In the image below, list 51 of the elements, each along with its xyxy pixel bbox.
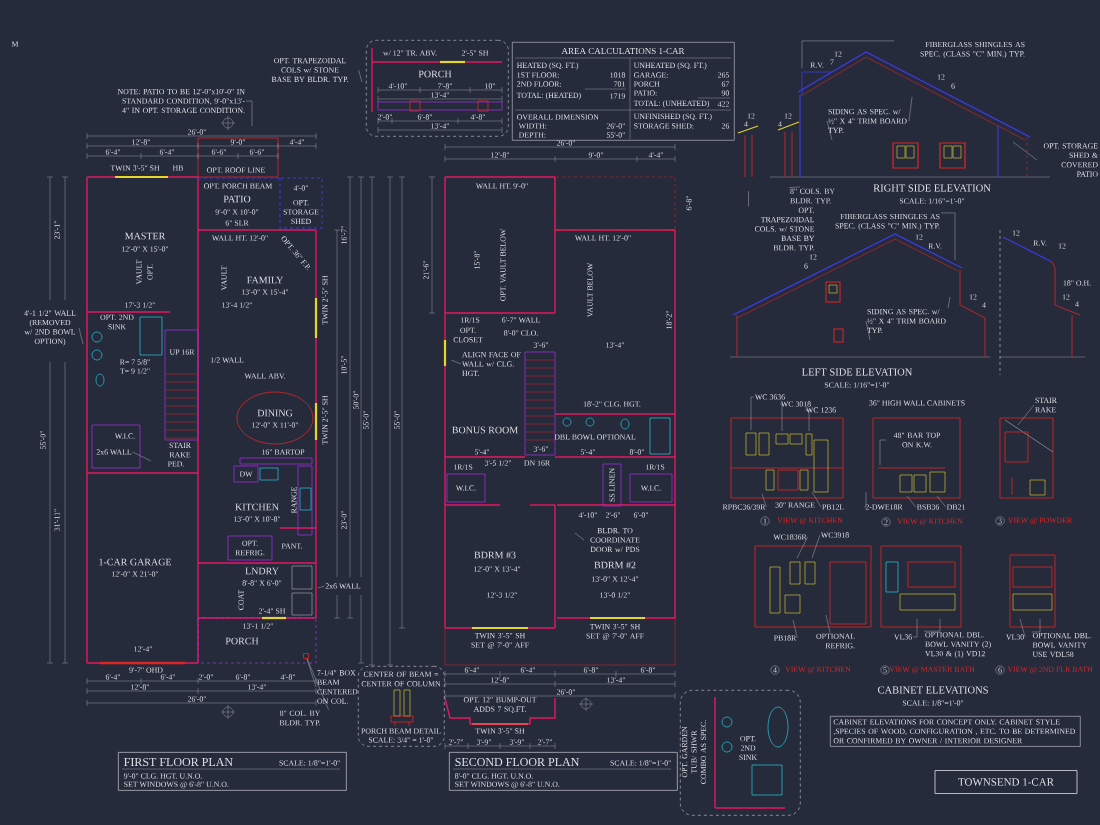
leader-line [245,100,253,127]
leader-line [906,495,916,508]
leader-line [779,403,783,432]
leader-line [864,491,867,508]
room-name: DINING [257,409,293,417]
room-name: 1-CAR GARAGE [99,558,172,566]
room-name: PORCH [225,637,259,645]
leader-line [358,69,363,83]
leader-line [1012,141,1038,161]
leader-line [307,658,329,710]
leader-line [908,96,913,122]
room-name: BONUS ROOM [452,426,518,434]
room-name: KITCHEN [235,503,279,511]
room-name: MASTER [125,232,166,240]
leader-line [940,212,956,261]
leader-line [761,493,767,508]
leader-line [317,585,325,589]
leader-line [1031,618,1041,633]
room-name: BDRM #2 [594,561,636,569]
leader-line [132,451,152,462]
room-name: LNDRY [245,567,279,575]
leader-line [947,296,951,309]
view-title: LEFT SIDE ELEVATION [802,368,913,376]
leader-line [748,190,749,207]
plan-name-box: TOWNSEND 1-CAR [934,770,1078,794]
leader-line [811,534,821,559]
leader-line [792,619,798,639]
view-title: CABINET ELEVATIONS [877,686,988,694]
leader-line [1019,618,1026,638]
leader-line [801,40,895,69]
leader-line [804,409,810,432]
leader-line [923,618,941,632]
leader-line [826,120,833,141]
leader-line [788,186,801,188]
leader-line [1017,404,1035,426]
view-title: RIGHT SIDE ELEVATION [873,184,991,192]
room-name: PATIO [223,195,251,203]
room-name: FAMILY [247,276,284,284]
leader-line [865,320,871,341]
leader-line [450,359,462,365]
leader-line [796,536,808,559]
leader-line [306,658,317,688]
room-name: BDRM #3 [474,551,516,559]
leader-line [78,327,84,345]
leader-line [912,618,918,638]
leader-line [936,495,946,508]
leader-line [811,491,822,508]
leader-line [879,439,887,466]
leader-line [574,532,585,541]
leader-line [825,614,831,633]
leader-line [750,396,755,431]
